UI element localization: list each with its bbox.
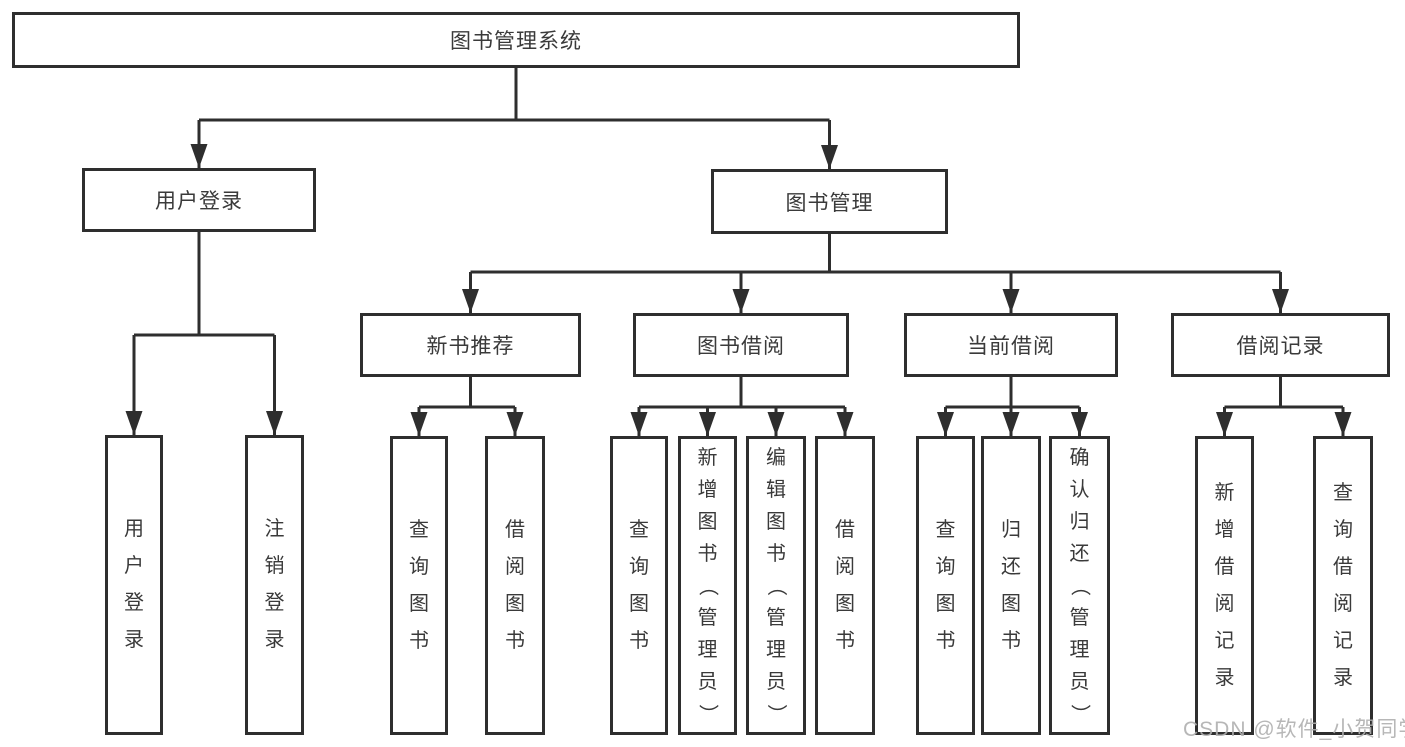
node-current-borrowing: 当前借阅 [904,313,1118,377]
node-book-borrowing: 图书借阅 [633,313,849,377]
connector-book-borrow-children [637,377,847,436]
arrowhead [1071,412,1088,436]
arrowhead [266,411,283,435]
node-leaf-borrow-books: 借阅图书 [815,436,875,735]
node-leaf-user-login: 用户登录 [105,435,163,735]
arrowhead [699,412,716,436]
arrowhead [836,412,854,436]
arrowhead [1216,412,1233,436]
connector-new-book-rec-children [417,377,517,436]
node-leaf-query-books-rec: 查询图书 [390,436,448,735]
node-leaf-return-books: 归还图书 [981,436,1041,735]
arrowhead [506,412,524,436]
arrowhead [1272,289,1289,313]
arrowhead [1002,289,1020,313]
arrowhead [125,411,143,435]
connector-book-mgmt-children [469,234,1282,313]
node-leaf-add-books-admin: 新增图书（管理员） [678,436,737,735]
node-book-management: 图书管理 [711,169,948,234]
arrowhead [1334,412,1352,436]
node-leaf-borrow-books-rec: 借阅图书 [485,436,545,735]
node-leaf-edit-books-admin: 编辑图书（管理员） [746,436,806,735]
arrowhead [767,412,785,436]
node-leaf-logout: 注销登录 [245,435,304,735]
connector-borrow-records-children [1223,377,1345,436]
arrowhead [732,289,750,313]
arrowhead [630,412,648,436]
arrowhead [937,412,954,436]
arrowhead [410,412,428,436]
csdn-watermark: CSDN @软件_小贺同学 [1183,718,1405,741]
connector-root-to-level2 [197,68,831,169]
node-library-management-system: 图书管理系统 [12,12,1020,68]
node-leaf-query-books-current: 查询图书 [916,436,975,735]
node-leaf-query-borrow-record: 查询借阅记录 [1313,436,1373,735]
node-user-login: 用户登录 [82,168,316,232]
connector-user-login-children [132,232,276,435]
node-borrowing-records: 借阅记录 [1171,313,1390,377]
node-new-book-recommendation: 新书推荐 [360,313,581,377]
arrowhead [821,145,838,169]
arrowhead [190,144,208,168]
node-leaf-confirm-return-admin: 确认归还（管理员） [1049,436,1110,735]
arrowheads [125,144,1352,436]
arrowhead [1002,412,1020,436]
arrowhead [462,289,479,313]
node-leaf-query-books: 查询图书 [610,436,668,735]
node-leaf-add-borrow-record: 新增借阅记录 [1195,436,1254,735]
